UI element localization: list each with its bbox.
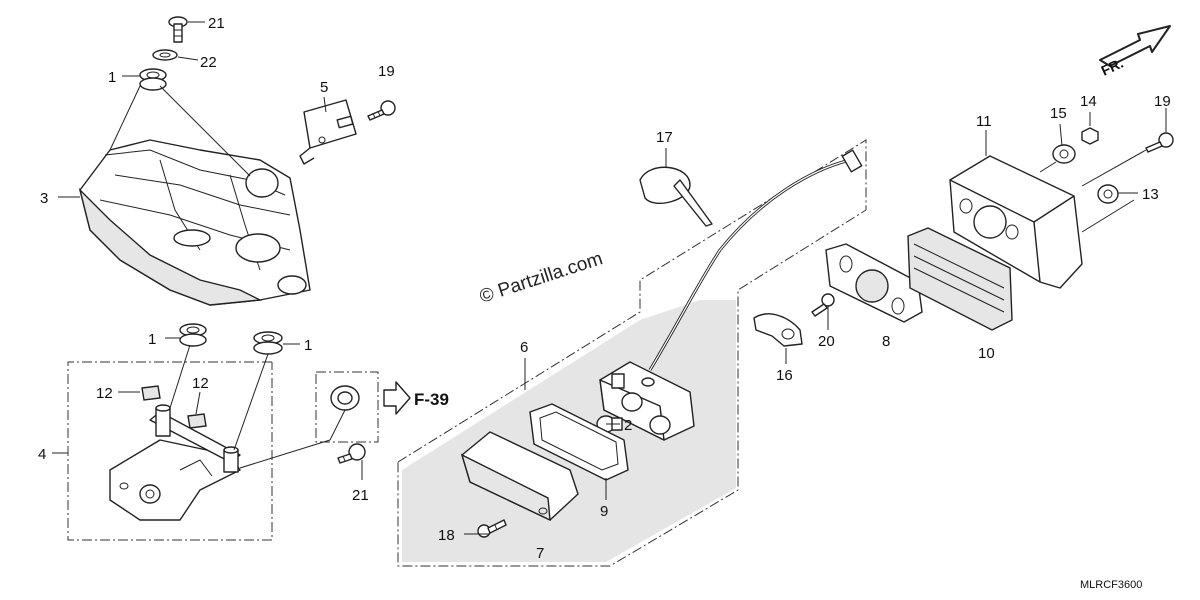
callout-19-right: 19	[1154, 93, 1171, 110]
reference-label: F-39	[414, 390, 449, 409]
callout-14: 14	[1080, 93, 1097, 110]
cable-tie-17	[639, 166, 713, 227]
callout-12-right: 12	[192, 375, 209, 392]
washer-22	[152, 49, 178, 61]
group-outline-7	[397, 139, 867, 567]
front-direction-arrow-icon	[1099, 25, 1171, 67]
pad-12-left	[141, 385, 161, 401]
pad-12-right	[187, 413, 207, 429]
bracket-assembly-4	[109, 404, 241, 521]
grommet-13	[1097, 184, 1119, 204]
callout-10: 10	[978, 345, 995, 362]
screw-20	[811, 293, 835, 317]
screw-21-bottom	[337, 443, 366, 464]
gasket-9	[529, 403, 629, 481]
callout-6: 6	[520, 339, 528, 356]
grommet-1-mid-right	[253, 331, 283, 355]
callout-21-top: 21	[208, 15, 225, 32]
callout-5: 5	[320, 79, 328, 96]
clamp-16	[753, 313, 803, 347]
callout-20: 20	[818, 333, 835, 350]
nut-14	[1081, 127, 1099, 145]
callout-9: 9	[600, 503, 608, 520]
leader-lines	[52, 21, 1167, 535]
callout-19-left: 19	[378, 63, 395, 80]
callout-16: 16	[776, 367, 793, 384]
plate-8	[825, 243, 923, 323]
callout-12-left: 12	[96, 385, 113, 402]
callout-3: 3	[40, 190, 48, 207]
callout-4: 4	[38, 446, 46, 463]
screw-19-left	[367, 100, 396, 121]
screw-19-right	[1145, 132, 1174, 153]
reference-arrow-icon	[383, 381, 411, 415]
callout-1-top: 1	[108, 69, 116, 86]
callout-13: 13	[1142, 186, 1159, 203]
group-outline-inset	[315, 371, 379, 443]
diagram-code: MLRCF3600	[1080, 579, 1142, 591]
wire-harness-6	[648, 149, 863, 371]
socket-assembly	[599, 361, 695, 441]
callout-11: 11	[976, 113, 992, 130]
inset-grommet	[330, 385, 360, 411]
callout-1-mid-left: 1	[148, 331, 156, 348]
reflector-10	[907, 227, 1013, 331]
taillight-housing-3	[78, 139, 311, 306]
callout-22: 22	[200, 54, 217, 71]
grommet-1-top	[139, 68, 167, 91]
screw-21-top	[168, 16, 188, 43]
callout-2: 2	[624, 417, 632, 434]
license-lens-7	[460, 431, 579, 522]
callout-1-mid-right: 1	[304, 337, 312, 354]
callout-17: 17	[656, 129, 673, 146]
callout-7: 7	[536, 545, 544, 562]
bracket-5	[299, 99, 357, 165]
callout-21-bottom: 21	[352, 487, 369, 504]
group-outline-4	[67, 361, 273, 541]
watermark: © Partzilla.com	[477, 248, 605, 308]
grommet-1-mid-left	[179, 323, 207, 347]
mount-11	[949, 155, 1083, 289]
callout-15: 15	[1050, 105, 1067, 122]
callout-8: 8	[882, 333, 890, 350]
callout-18: 18	[438, 527, 455, 544]
grommet-15	[1052, 144, 1076, 164]
